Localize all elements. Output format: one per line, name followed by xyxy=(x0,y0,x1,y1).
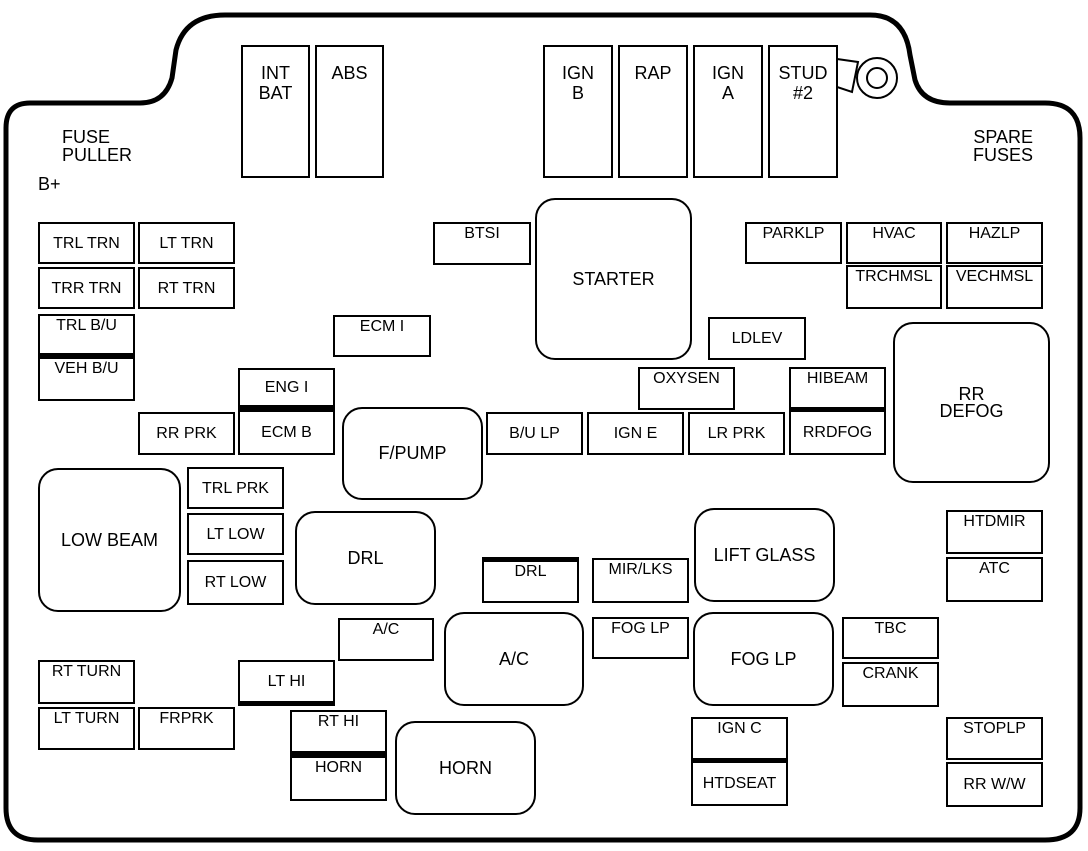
relay-ac: A/C xyxy=(444,612,584,706)
relay-int-bat: INT BAT xyxy=(241,45,310,178)
relay-f-pump: F/PUMP xyxy=(342,407,483,500)
fuse-rt-low: RT LOW xyxy=(187,560,284,605)
relay-lift-glass: LIFT GLASS xyxy=(694,508,835,602)
fuse-stoplp: STOPLP xyxy=(946,717,1043,760)
relay-fog-lp: FOG LP xyxy=(693,612,834,706)
fuse-frprk: FRPRK xyxy=(138,707,235,750)
fuse-rrdfog: RRDFOG xyxy=(789,410,886,455)
fuse-lt-turn: LT TURN xyxy=(38,707,135,750)
fuse-atc: ATC xyxy=(946,557,1043,602)
fuse-hibeam: HIBEAM xyxy=(789,367,886,412)
fuse-parklp: PARKLP xyxy=(745,222,842,264)
fuse-htdseat: HTDSEAT xyxy=(691,761,788,806)
fuse-ign-c: IGN C xyxy=(691,717,788,763)
fuse-rr-prk: RR PRK xyxy=(138,412,235,455)
fuse-fog-lp: FOG LP xyxy=(592,617,689,659)
fuse-trl-bu: TRL B/U xyxy=(38,314,135,358)
fuse-hazlp: HAZLP xyxy=(946,222,1043,264)
fuse-ldlev: LDLEV xyxy=(708,317,806,360)
fuse-bu-lp: B/U LP xyxy=(486,412,583,455)
fuse-rt-trn: RT TRN xyxy=(138,267,235,309)
fuse-vechmsl: VECHMSL xyxy=(946,265,1043,309)
fuse-oxysen: OXYSEN xyxy=(638,367,735,410)
b-plus-label: B+ xyxy=(38,174,61,194)
fuse-htdmir: HTDMIR xyxy=(946,510,1043,554)
relay-stud-2: STUD #2 xyxy=(768,45,838,178)
fuse-rt-turn: RT TURN xyxy=(38,660,135,704)
fuse-lt-hi: LT HI xyxy=(238,660,335,706)
fuse-ecm-b: ECM B xyxy=(238,410,335,455)
relay-abs: ABS xyxy=(315,45,384,178)
fuse-trl-prk: TRL PRK xyxy=(187,467,284,509)
relay-drl: DRL xyxy=(295,511,436,605)
relay-rap: RAP xyxy=(618,45,688,178)
fuse-hvac: HVAC xyxy=(846,222,942,264)
fuse-tbc: TBC xyxy=(842,617,939,659)
spare-fuses-label: SPARE FUSES xyxy=(972,127,1033,165)
relay-rr-defog: RR DEFOG xyxy=(893,322,1050,483)
fuse-lt-low: LT LOW xyxy=(187,513,284,555)
fuse-ign-e: IGN E xyxy=(587,412,684,455)
fuse-veh-bu: VEH B/U xyxy=(38,357,135,401)
fuse-rr-ww: RR W/W xyxy=(946,762,1043,807)
fuse-btsi: BTSI xyxy=(433,222,531,265)
relay-ign-b: IGN B xyxy=(543,45,613,178)
fuse-trl-trn: TRL TRN xyxy=(38,222,135,264)
relay-horn: HORN xyxy=(395,721,536,815)
fuse-eng-i: ENG I xyxy=(238,368,335,410)
relay-low-beam: LOW BEAM xyxy=(38,468,181,612)
fuse-trchmsl: TRCHMSL xyxy=(846,265,942,309)
fuse-trr-trn: TRR TRN xyxy=(38,267,135,309)
fuse-ecm-i: ECM I xyxy=(333,315,431,357)
fuse-mir-lks: MIR/LKS xyxy=(592,558,689,603)
fuse-ac: A/C xyxy=(338,618,434,661)
fuse-puller-label: FUSE PULLER xyxy=(62,127,133,165)
fuse-drl: DRL xyxy=(482,557,579,603)
fuse-lr-prk: LR PRK xyxy=(688,412,785,455)
fuse-crank: CRANK xyxy=(842,662,939,707)
relay-starter: STARTER xyxy=(535,198,692,360)
fuse-horn: HORN xyxy=(290,756,387,801)
fuse-lt-trn: LT TRN xyxy=(138,222,235,264)
fuse-rt-hi: RT HI xyxy=(290,710,387,756)
relay-ign-a: IGN A xyxy=(693,45,763,178)
